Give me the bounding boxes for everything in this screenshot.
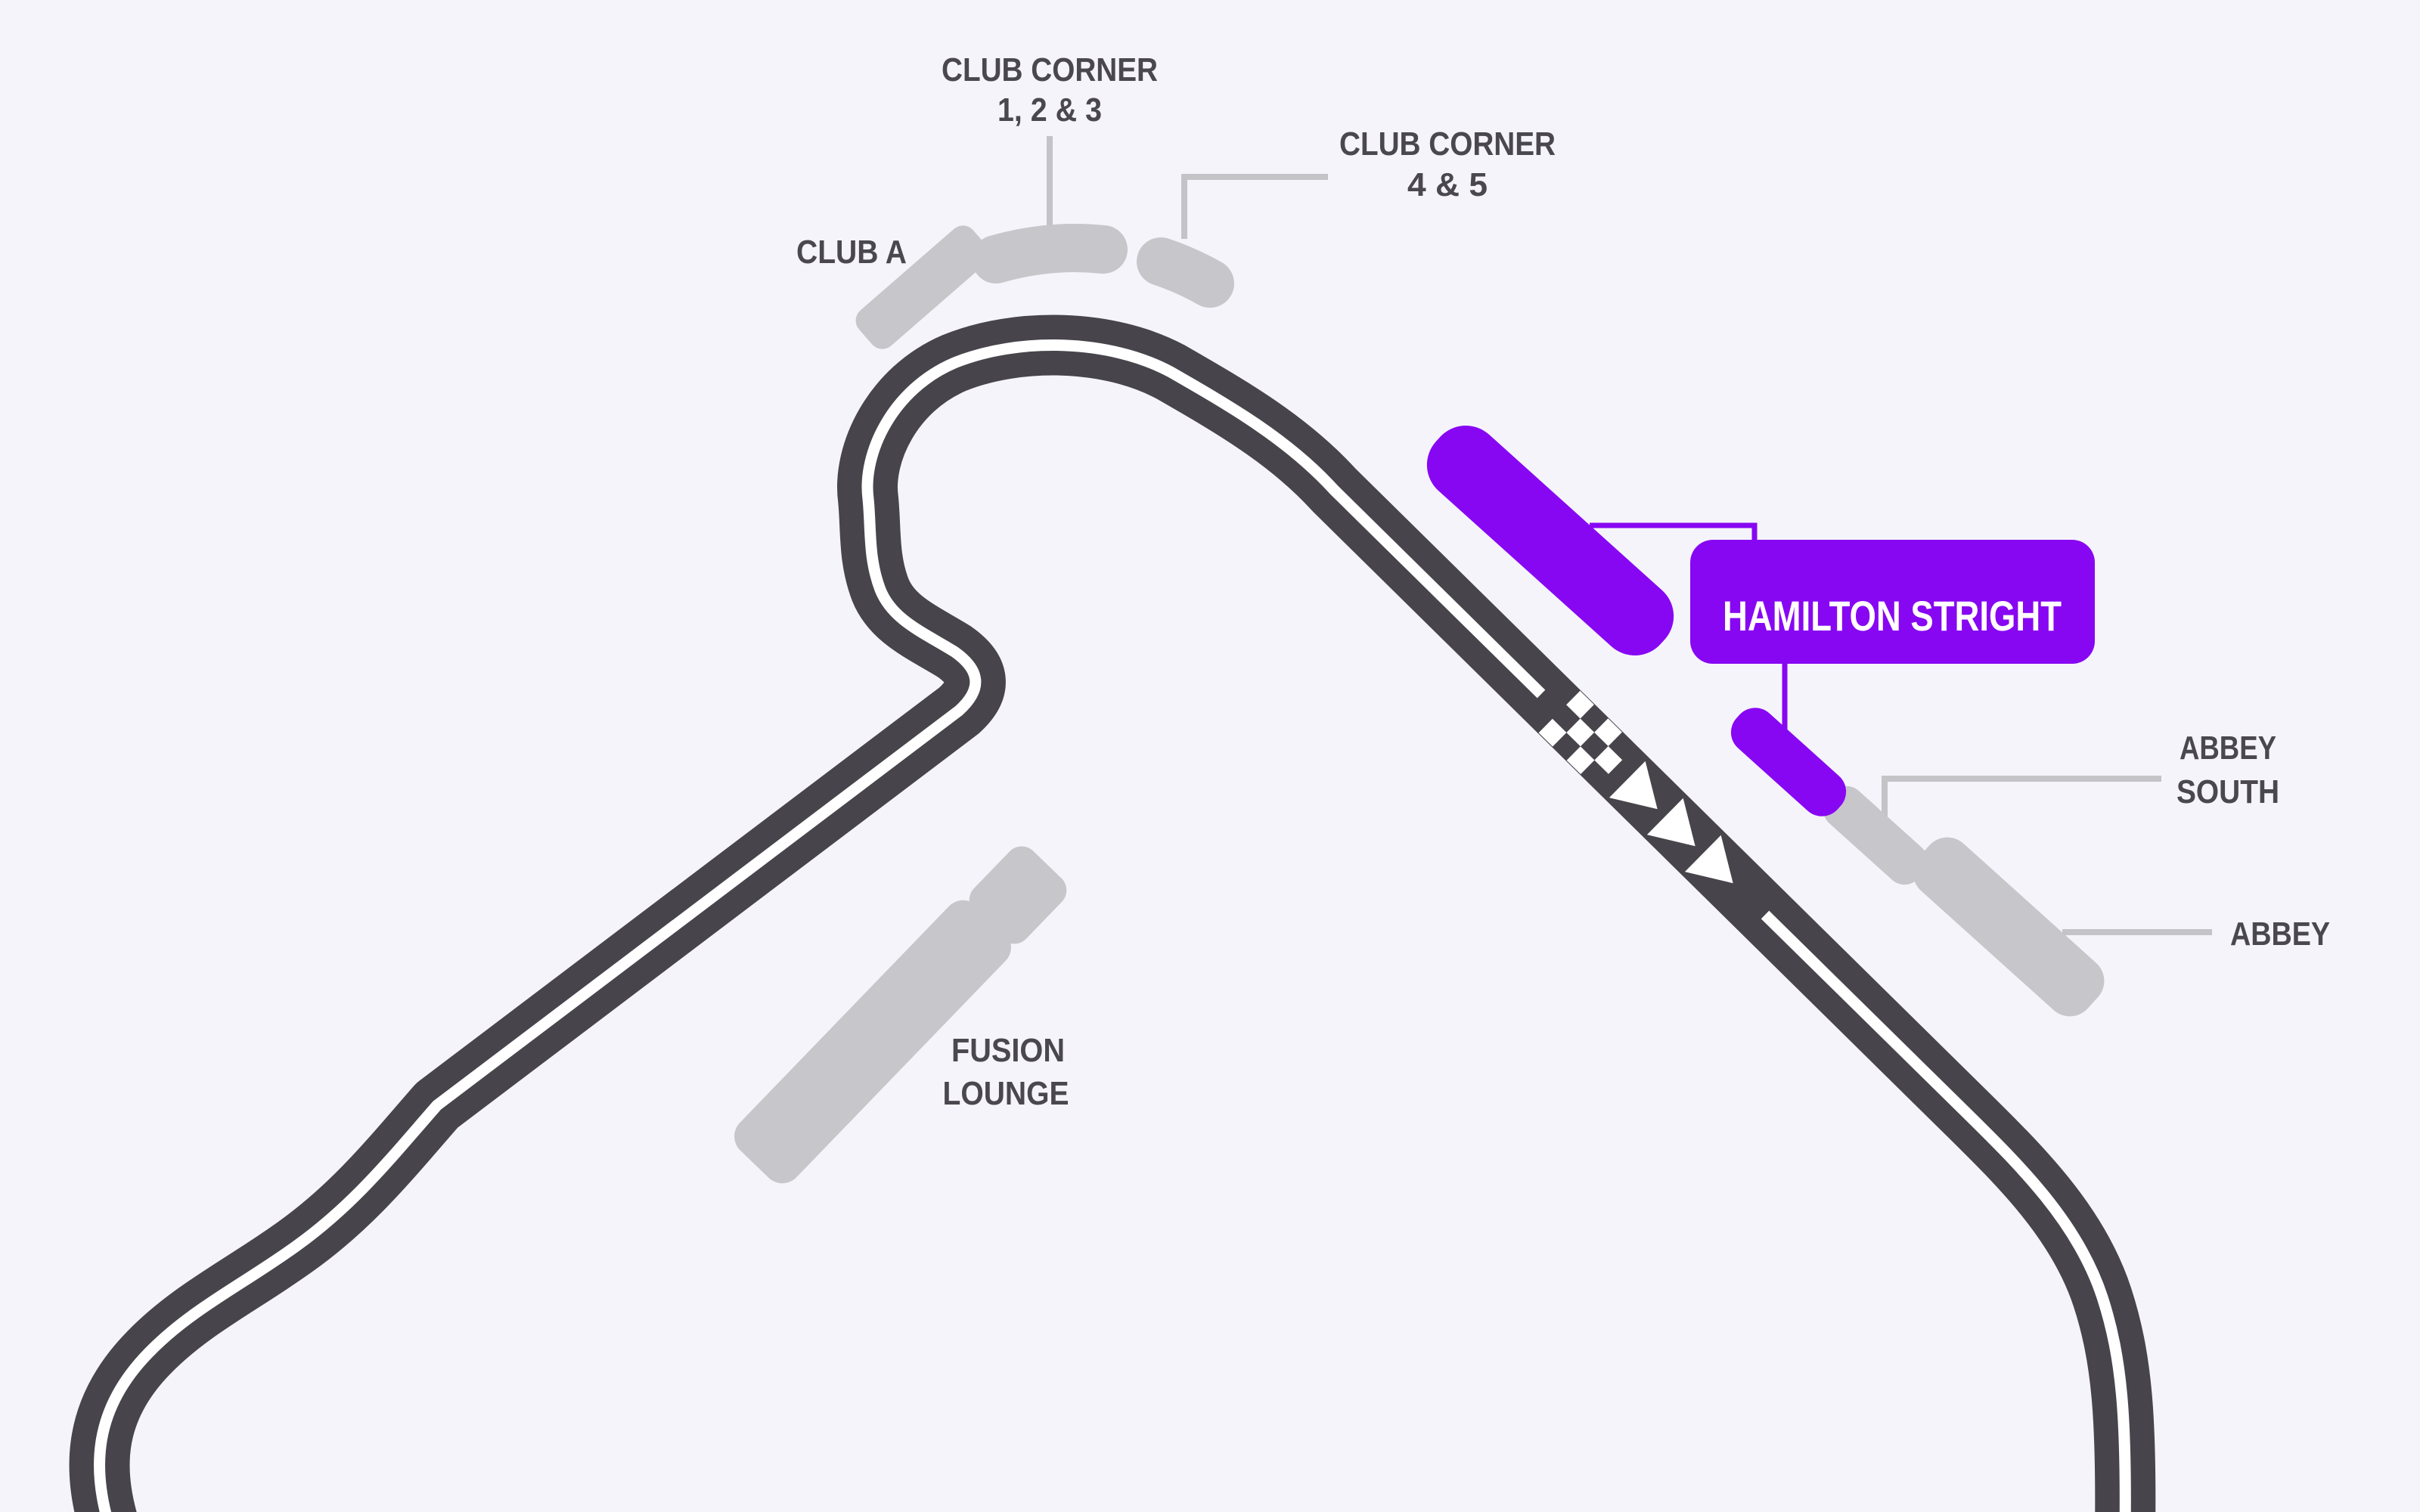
checker-square — [1594, 718, 1622, 746]
grandstand-abbey[interactable] — [1903, 827, 2114, 1026]
label-abbey-south-line2: SOUTH — [2176, 773, 2279, 810]
direction-arrow — [1646, 798, 1696, 847]
label-club-corner-4-5-line1: CLUB CORNER — [1339, 125, 1556, 163]
grandstand-club-corner-4-5[interactable] — [1137, 237, 1234, 308]
label-club-a: CLUB A — [796, 234, 907, 271]
label-fusion-lounge-line2: LOUNGE — [943, 1075, 1069, 1112]
grandstand-abbey-south[interactable] — [1816, 779, 1935, 892]
grandstand-club-a[interactable] — [850, 220, 995, 355]
leader-line-club-corner-4-5 — [1181, 174, 1328, 239]
label-club-corner-1-2-3-line2: 1, 2 & 3 — [997, 91, 1102, 129]
label-abbey-south-line1: ABBEY — [2180, 730, 2276, 767]
leader-line-hamilton-straight-upper — [1590, 522, 1758, 543]
grandstand-hamilton-straight-main[interactable] — [1413, 411, 1688, 670]
label-club-corner-4-5-line2: 4 & 5 — [1407, 166, 1488, 203]
start-finish-checkered-line — [1538, 690, 1623, 775]
grandstand-fusion-lounge-small[interactable] — [963, 839, 1074, 950]
hamilton-straight-label-box — [1690, 540, 2095, 664]
checker-square — [1538, 718, 1567, 747]
track-center-line-lower — [1761, 910, 2131, 1512]
grandstand-fusion-lounge-main[interactable] — [726, 892, 1019, 1191]
leader-line-abbey-south — [1882, 776, 2161, 818]
direction-arrows — [1609, 761, 1733, 884]
direction-arrow — [1609, 761, 1658, 810]
checker-square — [1566, 690, 1594, 719]
race-track-road — [69, 314, 2156, 1512]
label-hamilton-straight: HAMILTON STRIGHT — [1723, 592, 2062, 640]
label-fusion-lounge-line1: FUSION — [951, 1032, 1065, 1069]
checker-square — [1566, 718, 1595, 747]
grandstand-hamilton-straight-small[interactable] — [1722, 699, 1854, 826]
direction-arrow — [1684, 835, 1733, 884]
grandstand-club-corner-1-2-3[interactable] — [972, 224, 1128, 284]
label-abbey: ABBEY — [2230, 916, 2330, 953]
label-club-corner-1-2-3-line1: CLUB CORNER — [942, 51, 1158, 88]
checker-square — [1594, 745, 1623, 774]
checker-square — [1566, 746, 1595, 775]
track-center-line-upper — [93, 339, 1546, 1512]
